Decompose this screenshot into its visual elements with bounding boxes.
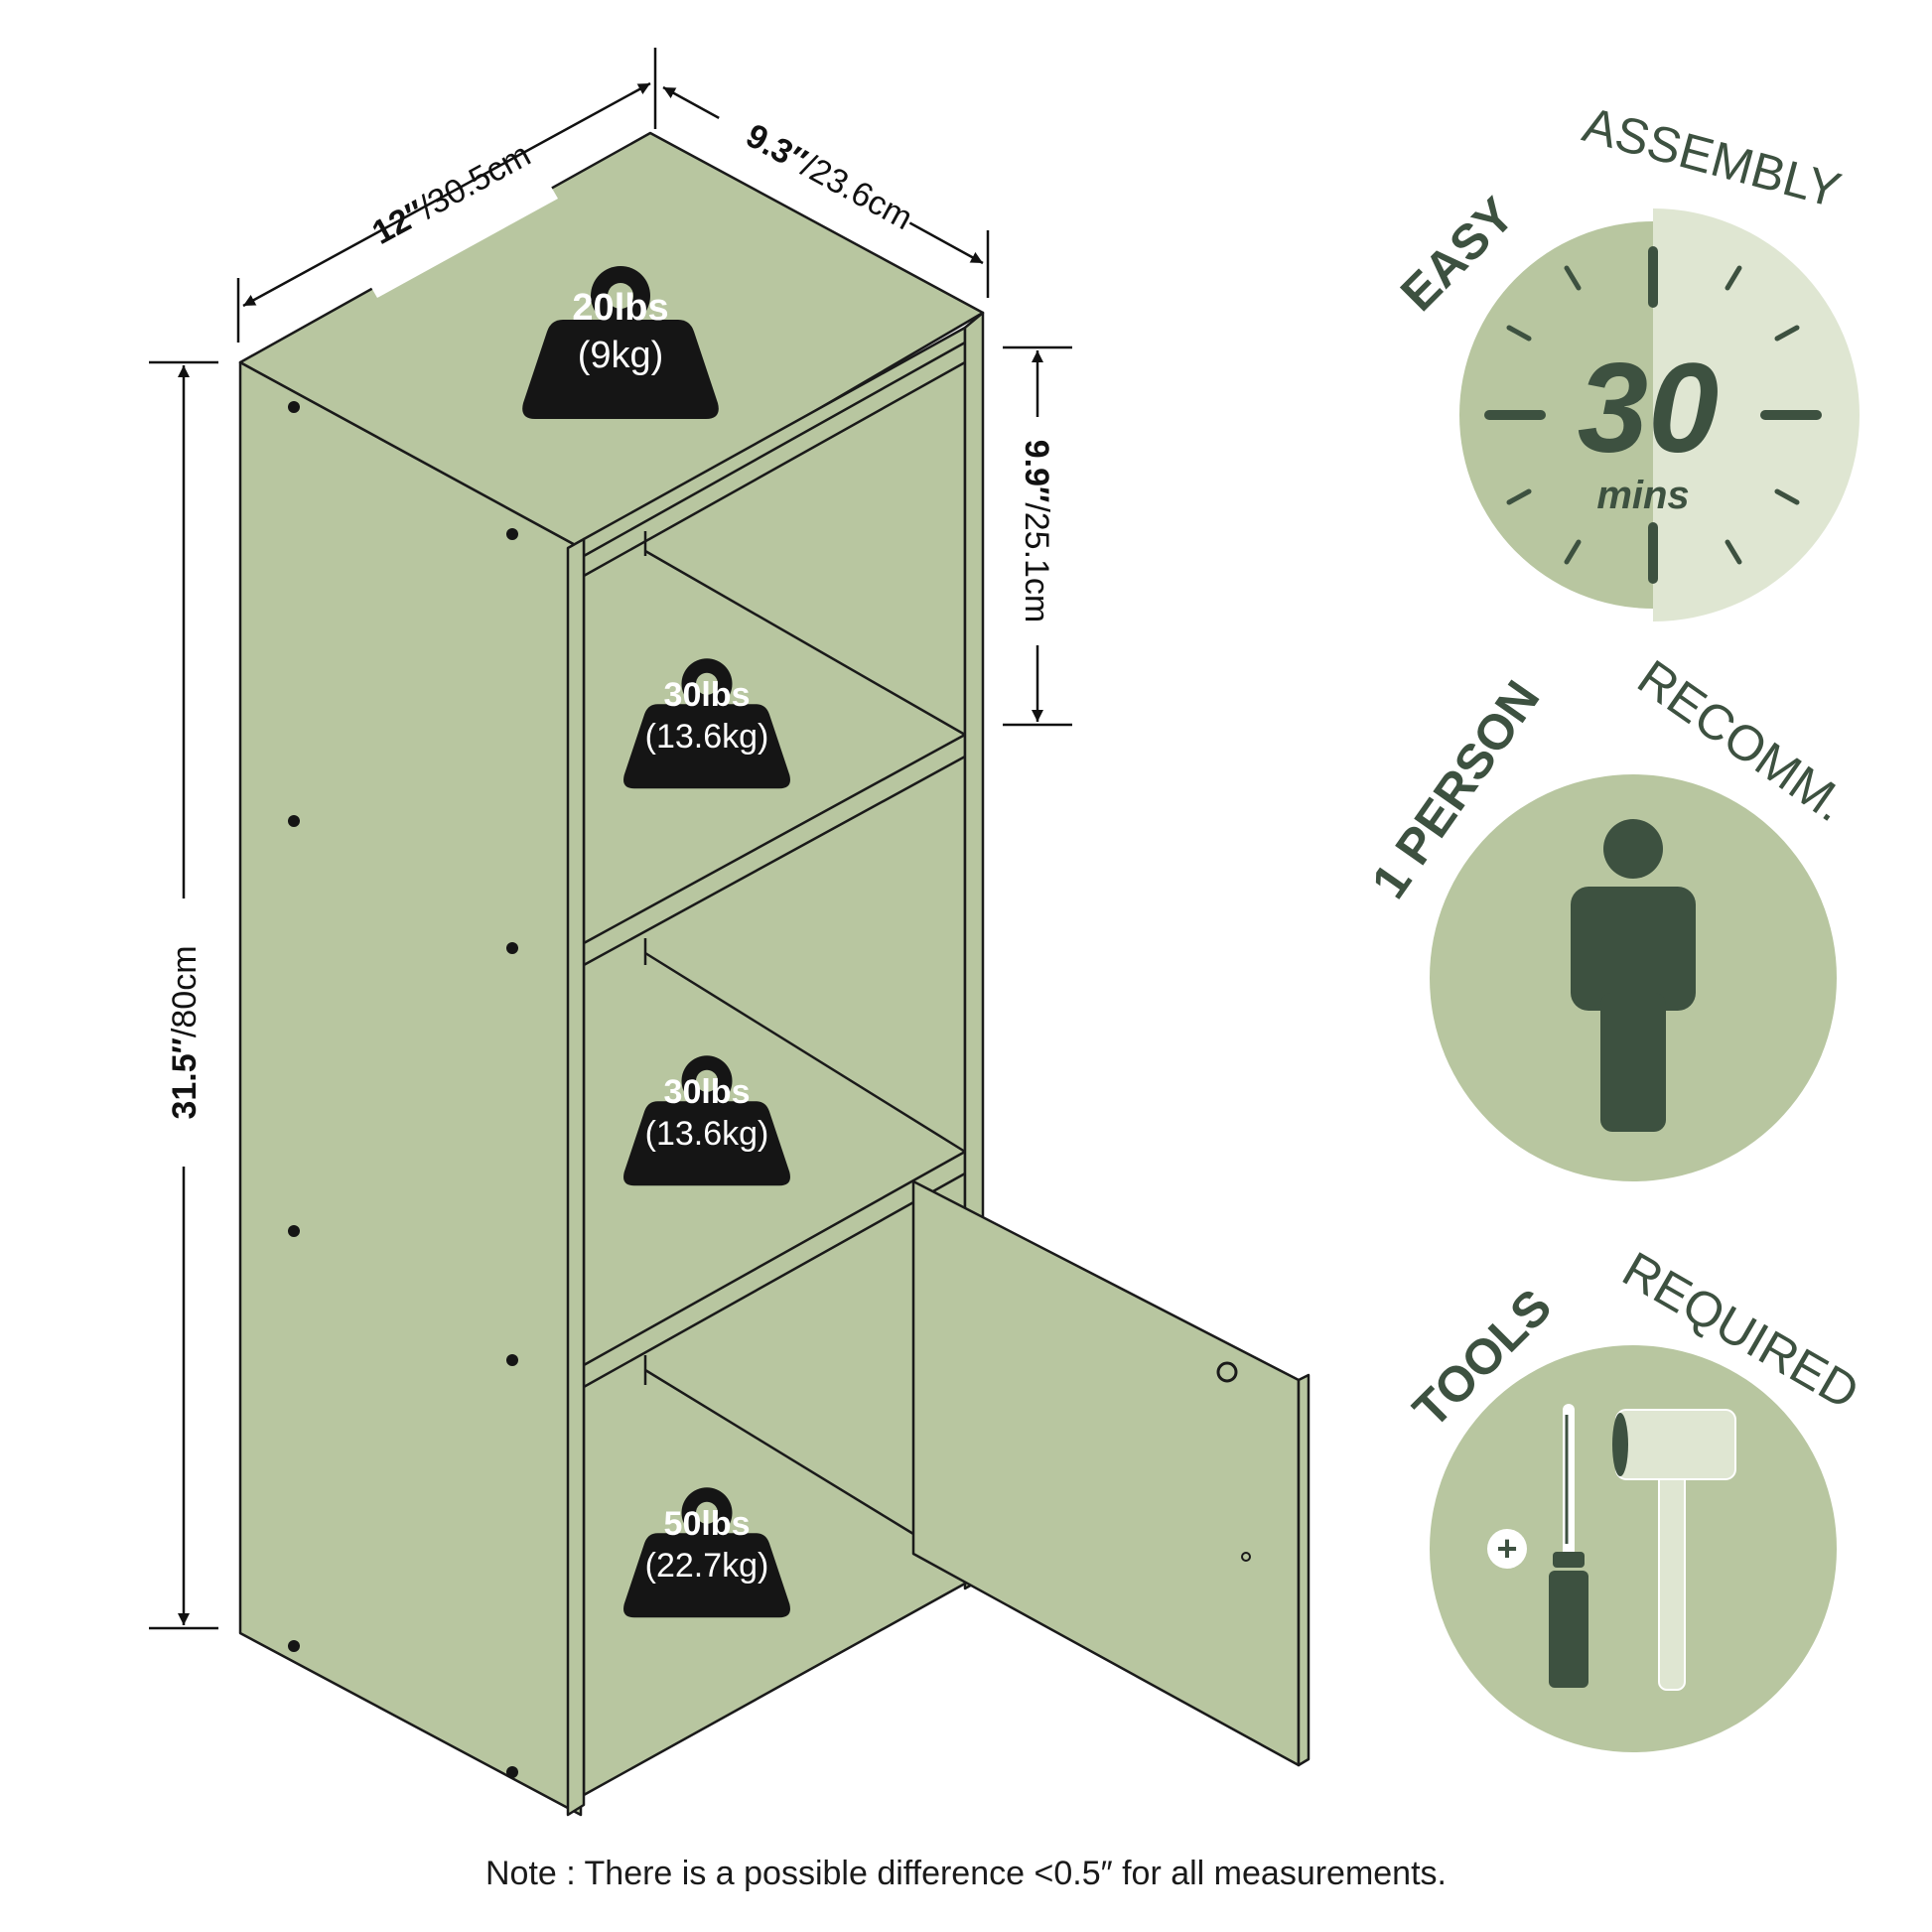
open-door (911, 1179, 1301, 1767)
svg-text:31.5″/80cm: 31.5″/80cm (166, 945, 204, 1119)
screwdriver-icon (1549, 1404, 1588, 1688)
door-edge (1297, 1373, 1311, 1767)
person-icon (1571, 819, 1696, 1132)
weight-kg: (13.6kg) (645, 1115, 769, 1153)
weight-badge-bottom: 50lbs (22.7kg) (623, 1487, 790, 1618)
weight-lbs: 50lbs (664, 1505, 751, 1543)
weight-lbs: 30lbs (664, 676, 751, 714)
screw-holes (288, 401, 518, 1778)
left-side-panel (238, 360, 583, 1817)
plus-icon: + (1487, 1528, 1527, 1569)
assembly-time-unit: mins (1596, 474, 1689, 517)
weight-kg: (13.6kg) (645, 718, 769, 756)
weight-badge-shelf-2: 30lbs (13.6kg) (623, 1055, 790, 1186)
svg-text:9.9″/25.1cm: 9.9″/25.1cm (1018, 440, 1055, 623)
clock-half-light (1653, 208, 1860, 621)
weight-badge-top: 20lbs (9kg) (522, 266, 719, 419)
weight-kg: (9kg) (578, 335, 664, 376)
easy-assembly-badge: 30 mins EASY ASSEMBLY (1390, 96, 1860, 621)
door-knob (1216, 1361, 1238, 1383)
clock-ticks (1484, 246, 1822, 584)
svg-text:ASSEMBLY: ASSEMBLY (1578, 96, 1847, 218)
one-person-badge: 1 PERSON RECOMM. (1361, 649, 1857, 1181)
weight-lbs: 30lbs (664, 1073, 751, 1111)
dimension-shelf-label: 9.9″/25.1cm (1018, 440, 1055, 623)
weight-kg: (22.7kg) (645, 1547, 769, 1585)
door-hinge-dot (1241, 1552, 1251, 1562)
dimension-height-label: 31.5″/80cm (166, 945, 204, 1119)
weight-badge-shelf-1: 30lbs (13.6kg) (623, 658, 790, 789)
tools-required-badge: + TOOLS REQUIRED (1403, 1241, 1868, 1752)
weight-lbs: 20lbs (572, 287, 668, 329)
mallet-icon (1612, 1409, 1736, 1691)
measurement-note: Note : There is a possible difference <0… (484, 1855, 1447, 1892)
front-edge-board (566, 537, 586, 1817)
svg-text:+: + (1496, 1528, 1517, 1569)
assembly-time-number: 30 (1578, 338, 1719, 480)
